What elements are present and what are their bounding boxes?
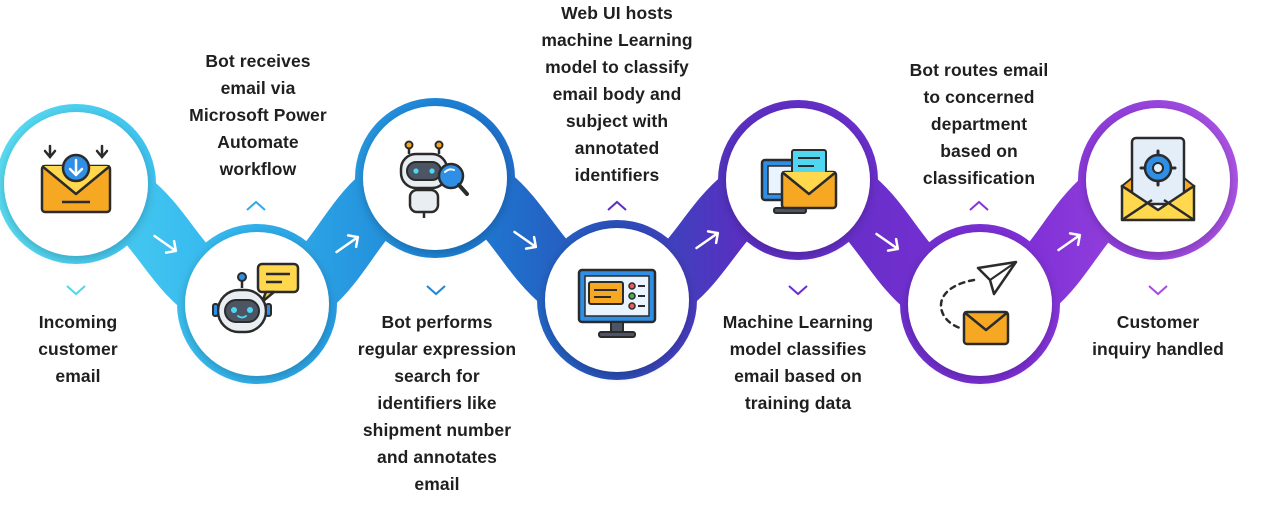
step-1-chevron-down-icon [66, 285, 86, 296]
step-6-chevron-up-icon [969, 200, 989, 211]
flow-arrow-icon [1057, 232, 1082, 252]
step-2-chevron-up-icon [246, 200, 266, 211]
step-5-chevron-down-icon [788, 285, 808, 296]
email-download-icon [40, 144, 112, 214]
step-7-chevron-down-icon [1148, 285, 1168, 296]
flow-arrow-icon [153, 234, 178, 254]
send-email-icon [939, 260, 1018, 346]
flow-arrows [153, 230, 1082, 254]
robot-magnifier-icon [399, 140, 469, 218]
chatbot-message-icon [212, 262, 300, 334]
computer-email-icon [760, 149, 838, 214]
flow-arrow-icon [695, 230, 720, 250]
flow-arrow-icon [335, 234, 360, 254]
email-settings-icon [1120, 136, 1196, 222]
step-6-circle [908, 232, 1052, 376]
step-3-chevron-down-icon [426, 285, 446, 296]
flow-arrow-icon [875, 232, 900, 252]
step-4-chevron-up-icon [607, 200, 627, 211]
web-ui-monitor-icon [577, 268, 657, 338]
flow-arrow-icon [513, 230, 538, 250]
